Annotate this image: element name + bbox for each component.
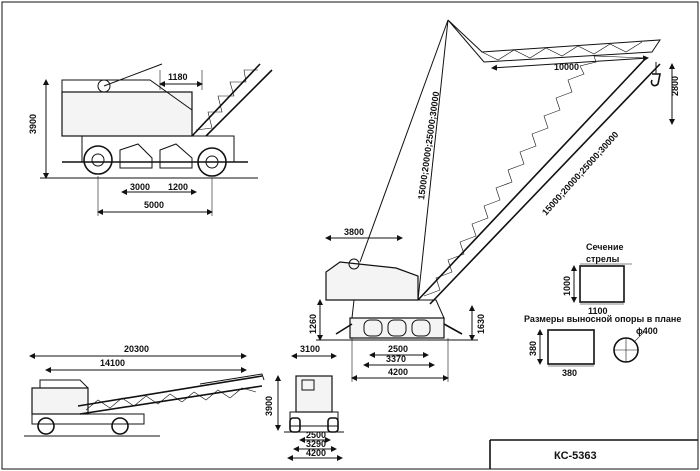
transport-view: 20300 14100: [24, 344, 265, 437]
crane-operating-view: 10000 2800 15000;20000;25000;30000 15000…: [308, 19, 680, 382]
boom-foot-pin: [348, 258, 360, 270]
track-wheel-2: [387, 319, 407, 337]
dim-top-view-height: 3900: [28, 114, 38, 134]
dim-transport-boom: 14100: [100, 358, 125, 368]
transport-cab: [31, 387, 89, 415]
boom-section-square: [579, 265, 625, 303]
carrier-side-view: 3900 1180 3000 1200 5000: [28, 63, 273, 216]
leader-line: [633, 331, 645, 343]
axle-bracket-right: [159, 143, 193, 169]
wheel-front: [83, 145, 113, 175]
dim-top-view-axle-gap: 1200: [168, 182, 188, 192]
outrigger-pad-square: [547, 329, 595, 365]
model-designation: КС-5363: [554, 450, 597, 462]
section-label-line1: Сечение: [586, 242, 624, 252]
main-boom-chords: [417, 57, 661, 305]
transport-chassis: [31, 413, 145, 425]
hook: [650, 73, 661, 87]
dim-outrigger-side-b: 380: [562, 368, 577, 378]
front-view: 3100 3900 2500 3290 4200: [264, 344, 344, 461]
cab-housing: [61, 91, 193, 137]
outrigger-beams: [335, 323, 463, 335]
title-block: КС-5363: [489, 439, 698, 469]
track-wheel-3: [411, 319, 431, 337]
turntable-housing: [325, 261, 419, 301]
transport-wheel-front: [37, 417, 55, 435]
dim-main-boom-lower: 15000;20000;25000;30000: [540, 130, 620, 218]
dim-front-3290: 3290: [306, 439, 326, 449]
dim-front-2500: 2500: [306, 430, 326, 440]
front-wheel-left: [289, 417, 301, 433]
wheel-rear-hub: [205, 155, 219, 169]
front-window: [301, 379, 315, 391]
dim-section-width: 1100: [588, 306, 608, 316]
transport-cab-roof: [39, 379, 89, 389]
dim-outrigger-diameter: ϕ400: [636, 326, 658, 336]
dim-main-track-3370: 3370: [386, 354, 406, 364]
dim-outrigger-side-a: 380: [528, 341, 538, 356]
transport-wheel-rear: [111, 417, 129, 435]
section-label-line2: стрелы: [586, 254, 620, 264]
dim-main-track-2500: 2500: [388, 344, 408, 354]
outrigger-pad-detail: Размеры выносной опоры в плане 380 380 ϕ…: [524, 314, 681, 378]
dim-front-4200: 4200: [306, 448, 326, 458]
boom-stub-lattice: [195, 69, 258, 131]
dim-main-outrigger-height: 1630: [476, 314, 486, 334]
hoist-rope: [103, 63, 163, 87]
dim-main-swing: 3800: [344, 227, 364, 237]
dim-main-boom-upper: 15000;20000;25000;30000: [416, 91, 441, 200]
dim-top-view-wheelbase: 3000: [130, 182, 150, 192]
dim-main-tip-drop: 2800: [670, 76, 680, 96]
boom-stub: [191, 63, 273, 137]
wheel-front-hub: [91, 153, 105, 167]
dim-main-jib: 10000: [554, 62, 579, 72]
main-boom-lattice: [423, 55, 647, 297]
transport-boom-chords: [77, 375, 263, 415]
outrigger-caption: Размеры выносной опоры в плане: [524, 314, 681, 324]
pendant-line: [417, 19, 449, 301]
dim-main-pivot-height: 1260: [308, 314, 318, 334]
track-frame: [349, 317, 445, 339]
dim-section-height: 1000: [562, 276, 572, 296]
winch-drum: [97, 79, 111, 93]
axle-bracket-left: [119, 143, 153, 169]
transport-jib: [199, 373, 265, 385]
dim-line-jib: [491, 55, 649, 71]
chassis-frame: [81, 135, 235, 163]
dim-main-track-4200: 4200: [388, 367, 408, 377]
boom-section-detail: Сечение стрелы 1000 1100: [562, 242, 632, 316]
dim-top-view-overhang: 1180: [168, 72, 188, 82]
dim-front-height: 3900: [264, 396, 274, 416]
dim-transport-length: 20300: [124, 344, 149, 354]
wheel-rear: [197, 147, 227, 177]
front-wheel-right: [327, 417, 339, 433]
front-chassis: [289, 411, 339, 427]
jib-outline: [447, 19, 661, 63]
hoist-line-main: [359, 19, 449, 263]
dim-top-view-length: 5000: [144, 200, 164, 210]
track-wheel-1: [363, 319, 383, 337]
dim-front-width: 3100: [300, 344, 320, 354]
transport-boom-lattice: [85, 387, 257, 411]
